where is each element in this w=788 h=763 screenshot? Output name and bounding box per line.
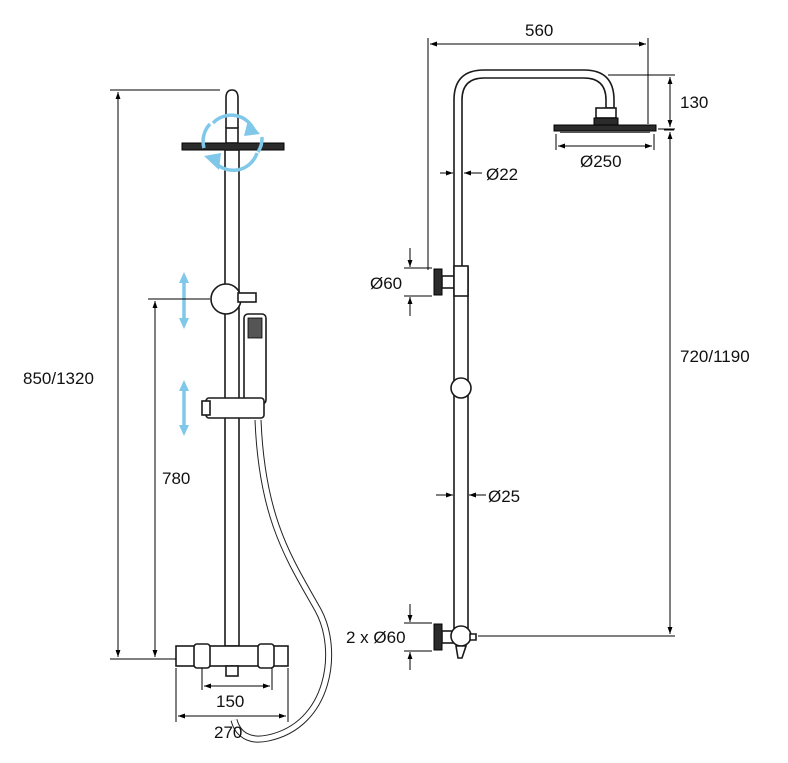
right-head-connector <box>595 107 617 119</box>
left-dimensions <box>110 89 289 722</box>
right-shower-head <box>553 124 657 132</box>
hose <box>230 419 333 743</box>
label-left-lower-height: 780 <box>162 469 190 488</box>
left-bracket-knob <box>237 292 257 303</box>
double-arrow-icon <box>179 272 189 436</box>
right-lower-wall-plate <box>433 623 443 651</box>
label-left-height: 850/1320 <box>23 369 94 388</box>
label-bottom-brackets: 2 x Ø60 <box>346 628 406 647</box>
mixer-handle-left <box>193 643 211 669</box>
left-wall-bracket <box>210 283 242 315</box>
left-pipe-top <box>225 89 239 128</box>
right-diverter <box>450 625 472 647</box>
right-diverter-outlet <box>455 645 468 659</box>
left-head-connector <box>225 127 239 144</box>
holder-knob <box>201 400 211 416</box>
label-head-drop: 130 <box>680 93 708 112</box>
right-shower-column <box>433 69 657 659</box>
left-shower-head <box>181 142 285 151</box>
rotate-arrows-icon <box>201 113 264 173</box>
right-dimensions <box>404 38 675 670</box>
label-upper-pipe-diameter: Ø22 <box>486 165 518 184</box>
right-upper-wall-plate <box>433 268 443 296</box>
label-right-height: 720/1190 <box>680 347 750 366</box>
label-base-inner-width: 150 <box>216 692 244 711</box>
right-head-face <box>560 131 650 133</box>
right-slider <box>450 377 472 399</box>
left-shower-column <box>175 89 333 743</box>
mixer-outlet <box>225 665 239 677</box>
label-lower-pipe-diameter: Ø25 <box>488 487 520 506</box>
label-head-diameter: Ø250 <box>580 152 622 171</box>
right-upper-bracket-clamp <box>453 265 469 297</box>
right-diverter-lever <box>469 633 477 641</box>
mixer-handle-right <box>257 643 275 669</box>
adjust-arrow-upper <box>179 272 189 329</box>
label-bracket-diameter: Ø60 <box>370 274 402 293</box>
hand-shower-face <box>247 317 263 339</box>
hand-shower-holder <box>205 397 265 419</box>
right-upper-bracket-arm <box>441 275 455 289</box>
adjust-arrow-lower <box>179 380 189 436</box>
label-top-width: 560 <box>525 21 553 40</box>
right-main-pipe <box>453 279 469 629</box>
label-base-outer-width: 270 <box>214 723 242 742</box>
